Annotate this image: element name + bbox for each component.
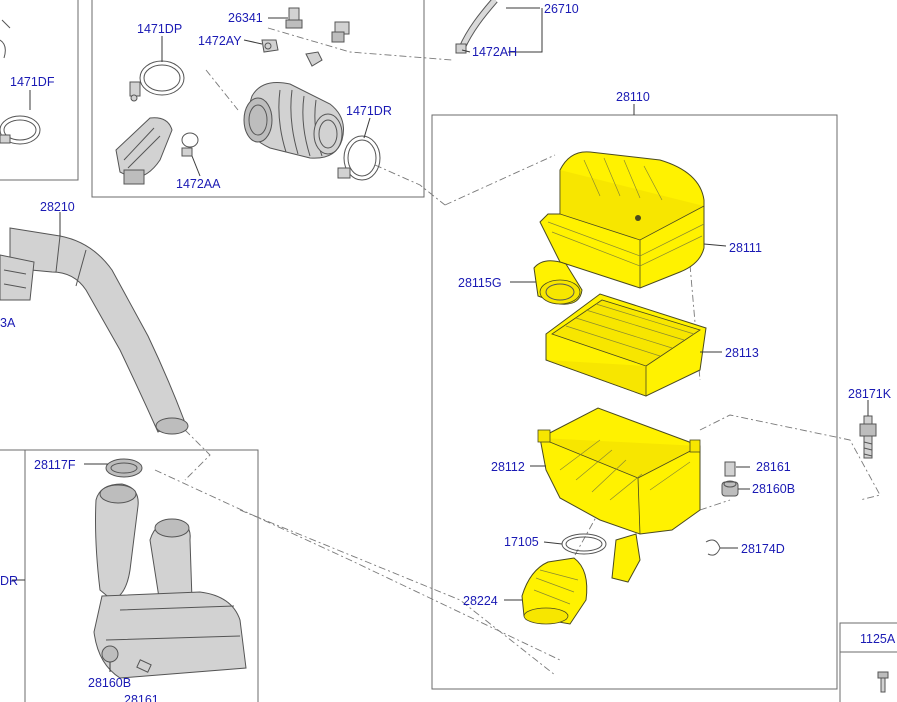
frame-resonator-group — [0, 449, 259, 702]
label-1471df: 1471DF — [10, 75, 55, 89]
label-28111: 28111 — [729, 241, 762, 255]
intake-duct-28210 — [0, 227, 189, 435]
label-28161-a: 28161 — [756, 460, 791, 474]
frame-top-left — [0, 0, 79, 181]
air-filter-element-28113 — [545, 293, 707, 397]
label-17105: 17105 — [504, 535, 539, 549]
label-28171k: 28171K — [848, 387, 892, 401]
label-28210: 28210 — [40, 200, 75, 214]
air-cleaner-cover-28111 — [539, 151, 705, 289]
frame-throttle-group — [91, 0, 425, 198]
label-28161-b: 28161 — [124, 693, 159, 702]
resonator-assy — [93, 458, 247, 679]
clamp-1472ay — [261, 39, 279, 53]
label-28117f: 28117F — [34, 458, 76, 472]
label-1471dr: 1471DR — [346, 104, 392, 118]
bushing-28161 — [724, 461, 736, 477]
label-1472aa: 1472AA — [176, 177, 221, 191]
air-cleaner-body-28112 — [537, 407, 701, 583]
sensor-26341 — [285, 7, 350, 67]
duct-cover-1472aa — [115, 117, 199, 185]
label-1472ay: 1472AY — [198, 34, 242, 48]
leader-lines — [12, 7, 869, 672]
label-28224: 28224 — [463, 594, 498, 608]
label-3a-partial: 3A — [0, 316, 16, 330]
label-28115g: 28115G — [458, 276, 502, 290]
clamp-partial-left — [0, 19, 11, 59]
label-26341: 26341 — [228, 11, 263, 25]
label-1471dp: 1471DP — [137, 22, 182, 36]
label-dr-partial: DR — [0, 574, 18, 588]
frame-bolt-table — [839, 622, 897, 702]
hose-clamp-1471dp — [129, 60, 185, 102]
label-1472ah: 1472AH — [472, 45, 517, 59]
label-1125a: 1125A — [860, 632, 896, 646]
label-28110: 28110 — [616, 90, 650, 104]
label-28160b-b: 28160B — [88, 676, 131, 690]
breather-hose-26710 — [455, 0, 498, 54]
gasket-17105 — [561, 533, 607, 555]
bolt-1125a — [877, 671, 889, 693]
throttle-duct — [243, 82, 344, 159]
label-28112: 28112 — [491, 460, 525, 474]
label-28113: 28113 — [725, 346, 759, 360]
clip-28174d — [705, 539, 721, 556]
hose-clamp-1471dr — [337, 135, 381, 181]
bolt-28171k — [859, 415, 877, 459]
label-26710: 26710 — [544, 2, 579, 16]
label-28160b-a: 28160B — [752, 482, 795, 496]
duct-28224 — [521, 557, 588, 625]
snorkel-28115g — [533, 260, 583, 305]
hose-clamp-1471df — [0, 115, 41, 145]
grommet-28160b — [721, 480, 739, 497]
label-28174d: 28174D — [741, 542, 785, 556]
